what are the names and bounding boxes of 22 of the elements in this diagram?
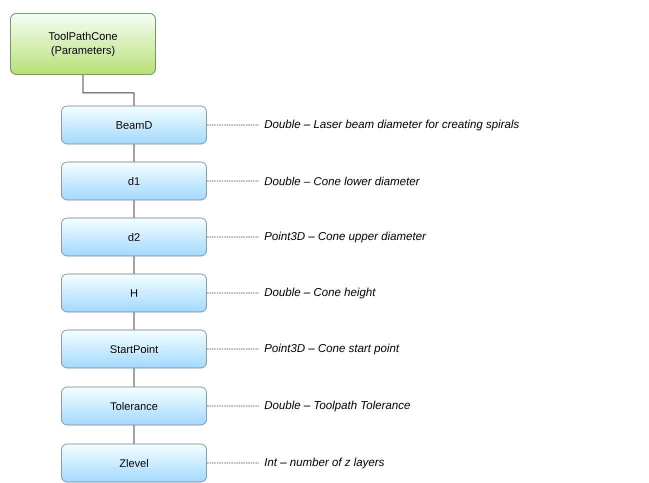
parameter-box: Zlevel <box>61 444 207 482</box>
description-text: Double – Cone lower diameter <box>264 176 420 186</box>
leader-line <box>206 292 260 294</box>
description-text: Point3D – Cone upper diameter <box>264 232 426 242</box>
description-text: Double – Cone height <box>264 288 376 298</box>
parameter-box: BeamD <box>61 106 207 144</box>
leader-line <box>206 348 260 350</box>
parameter-box: Tolerance <box>61 386 207 426</box>
description-text: Double – Laser beam diameter for creating spirals <box>264 120 519 130</box>
description-text: Int – number of z layers <box>264 458 384 468</box>
parameter-box: d2 <box>61 218 207 256</box>
parameter-box: StartPoint <box>61 330 207 368</box>
leader-line <box>206 462 260 464</box>
description-text: Double – Toolpath Tolerance <box>264 400 410 412</box>
parameter-box: d1 <box>61 162 207 200</box>
leader-line <box>206 236 260 238</box>
description-text: Point3D – Cone start point <box>264 344 400 354</box>
connector-line <box>82 74 134 106</box>
leader-line <box>206 124 260 126</box>
leader-line <box>206 180 260 182</box>
parameter-box: H <box>61 274 207 312</box>
root-box: ToolPathCone (Parameters) <box>10 13 156 75</box>
